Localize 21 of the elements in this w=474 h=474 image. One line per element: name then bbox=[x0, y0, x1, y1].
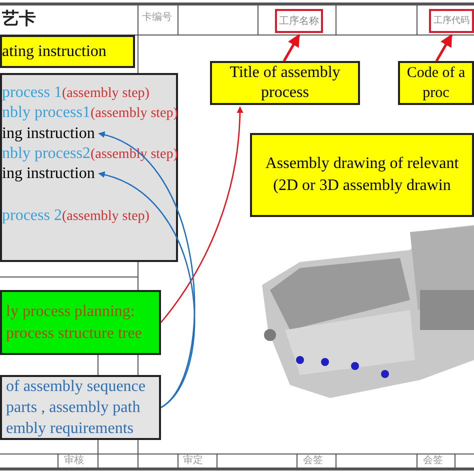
header-field: 工序名称 bbox=[275, 9, 323, 33]
form-label: 审核 bbox=[64, 456, 84, 466]
info-box: of assembly sequence parts , assembly path embly requirements bbox=[0, 375, 161, 440]
callout-box: Code of a proc bbox=[398, 61, 474, 105]
callout-box: ating instruction bbox=[0, 35, 135, 68]
instruction-text: ing instruction bbox=[2, 125, 95, 142]
header-field: 工序代码 bbox=[429, 9, 474, 33]
callout-box: Title of assembly process bbox=[210, 61, 360, 105]
process-panel bbox=[0, 73, 178, 262]
form-label: 会签 bbox=[303, 456, 323, 466]
form-label: 审定 bbox=[183, 456, 203, 466]
arrow bbox=[435, 34, 453, 62]
arrow bbox=[282, 34, 300, 62]
process-text: process 2(assembly step) bbox=[2, 207, 150, 224]
form-label: 会签 bbox=[423, 456, 443, 466]
process-text: process 1(assembly step) bbox=[2, 84, 150, 101]
planning-box: ly process planning: process structure tree bbox=[0, 290, 161, 355]
arrow bbox=[160, 106, 244, 323]
callout-box: Assembly drawing of relevant (2D or 3D assembly drawin bbox=[250, 133, 474, 217]
form-label: 卡编号 bbox=[142, 13, 172, 23]
instruction-text: ing instruction bbox=[2, 165, 95, 182]
